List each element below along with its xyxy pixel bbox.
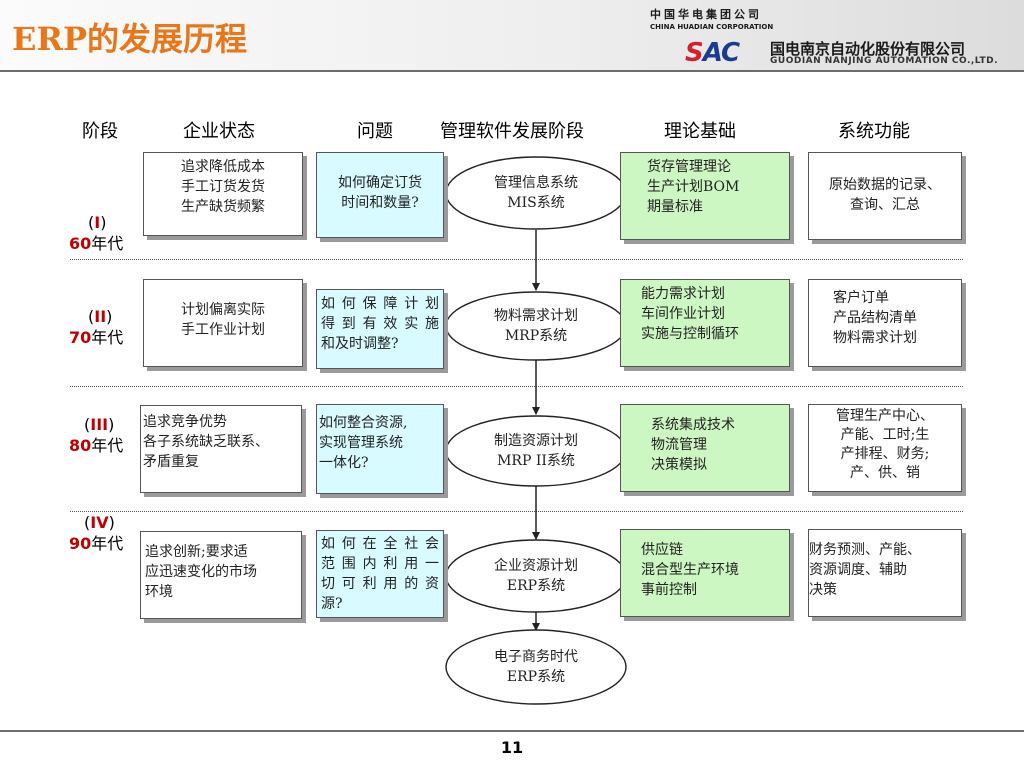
slide-header: ERP的发展历程 中国华电集团公司 CHINA HUADIAN CORPORAT… (0, 0, 1024, 72)
function-box-60s: 原始数据的记录、 查询、汇总 (808, 152, 962, 240)
page-title: ERP的发展历程 (12, 20, 248, 58)
company-name-cn: 国电南京自动化股份有限公司 (770, 40, 966, 58)
problem-box-90s: 如何在全社会 范围内利用一 切可利用的资 源? (316, 530, 444, 618)
oval-label-ecommerce-erp: 电子商务时代 ERP系统 (494, 649, 578, 685)
status-box-60s: 追求降低成本 手工订货发货 生产缺货频繁 (143, 152, 303, 236)
problem-box-60s: 如何确定订货 时间和数量? (316, 152, 444, 238)
sac-logo: SAC (685, 38, 740, 68)
corp-name-en: CHINA HUADIAN CORPORATION (650, 23, 774, 31)
theory-box-70s: 能力需求计划 车间作业计划 实施与控制循环 (620, 279, 790, 367)
problem-box-80s: 如何整合资源, 实现管理系统 一体化? (316, 404, 444, 494)
column-header-function: 系统功能 (838, 121, 910, 142)
era-label-70s: (II) 70年代 (69, 307, 124, 347)
column-header-software: 管理软件发展阶段 (440, 121, 584, 142)
theory-box-60s: 货存管理理论 生产计划BOM 期量标准 (620, 152, 790, 240)
column-header-problem: 问题 (357, 121, 393, 142)
era-label-60s: (I) 60年代 (69, 213, 124, 253)
era-label-80s: (III) 80年代 (69, 415, 124, 455)
function-box-70s: 客户订单 产品结构清单 物料需求计划 (808, 279, 962, 367)
oval-label-erp: 企业资源计划 ERP系统 (494, 558, 578, 594)
company-name-en: GUODIAN NANJING AUTOMATION CO.,LTD. (770, 56, 999, 66)
function-box-80s: 管理生产中心、 产能、工时;生 产排程、财务; 产、供、销 (808, 404, 962, 492)
column-header-stage: 阶段 (82, 121, 118, 142)
oval-label-mrp2: 制造资源计划 MRP II系统 (494, 433, 578, 469)
page-number: 11 (500, 738, 524, 757)
status-box-90s: 追求创新;要求适 应迅速变化的市场 环境 (140, 531, 302, 619)
theory-box-90s: 供应链 混合型生产环境 事前控制 (620, 529, 790, 617)
corp-name-cn: 中国华电集团公司 (650, 8, 762, 21)
footer-divider (0, 730, 1024, 732)
theory-box-80s: 系统集成技术 物流管理 决策模拟 (620, 404, 790, 492)
column-header-status: 企业状态 (183, 121, 255, 142)
row-divider (70, 259, 963, 260)
row-divider (70, 386, 963, 387)
era-label-90s: (IV) 90年代 (69, 513, 124, 553)
oval-label-mis: 管理信息系统 MIS系统 (494, 175, 578, 211)
status-box-80s: 追求竞争优势 各子系统缺乏联系、 矛盾重复 (140, 405, 302, 493)
problem-box-70s: 如何保障计划 得到有效实施 和及时调整? (316, 289, 444, 369)
column-header-theory: 理论基础 (664, 121, 736, 142)
huadian-logo: 中国华电集团公司 CHINA HUADIAN CORPORATION (650, 6, 800, 31)
function-box-90s: 财务预测、产能、 资源调度、辅助 决策 (808, 529, 962, 617)
status-box-70s: 计划偏离实际 手工作业计划 (143, 279, 303, 367)
oval-label-mrp: 物料需求计划 MRP系统 (494, 308, 578, 344)
row-divider (70, 511, 963, 512)
